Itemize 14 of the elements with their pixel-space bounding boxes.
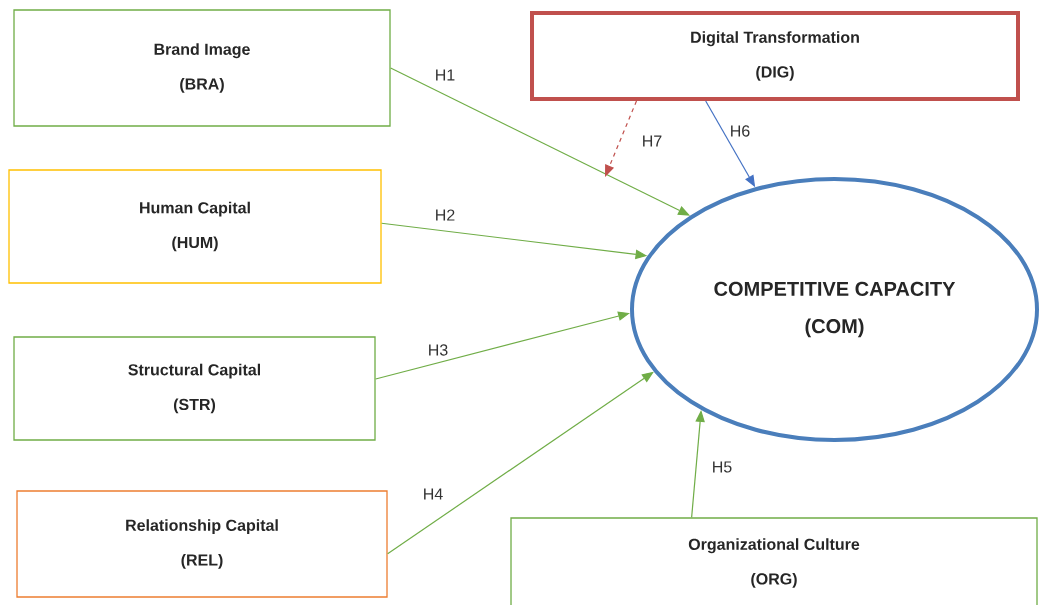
construct-box: Organizational Culture (ORG): [510, 517, 1038, 605]
edge-label: H4: [421, 487, 445, 501]
construct-box: Digital Transformation (DIG): [530, 11, 1020, 101]
edge-label: H5: [710, 460, 734, 474]
construct-box: Relationship Capital (REL): [16, 490, 388, 598]
edge-label: H2: [433, 208, 457, 222]
edge-label: H3: [426, 343, 450, 357]
construct-box: Brand Image (BRA): [13, 9, 391, 127]
edge-label: H1: [433, 68, 457, 82]
arrow: [605, 100, 638, 177]
construct-box: Human Capital (HUM): [8, 169, 382, 284]
construct-box: Structural Capital (STR): [13, 336, 376, 441]
edge-label: H6: [728, 124, 752, 138]
edge-label: H7: [640, 134, 664, 148]
